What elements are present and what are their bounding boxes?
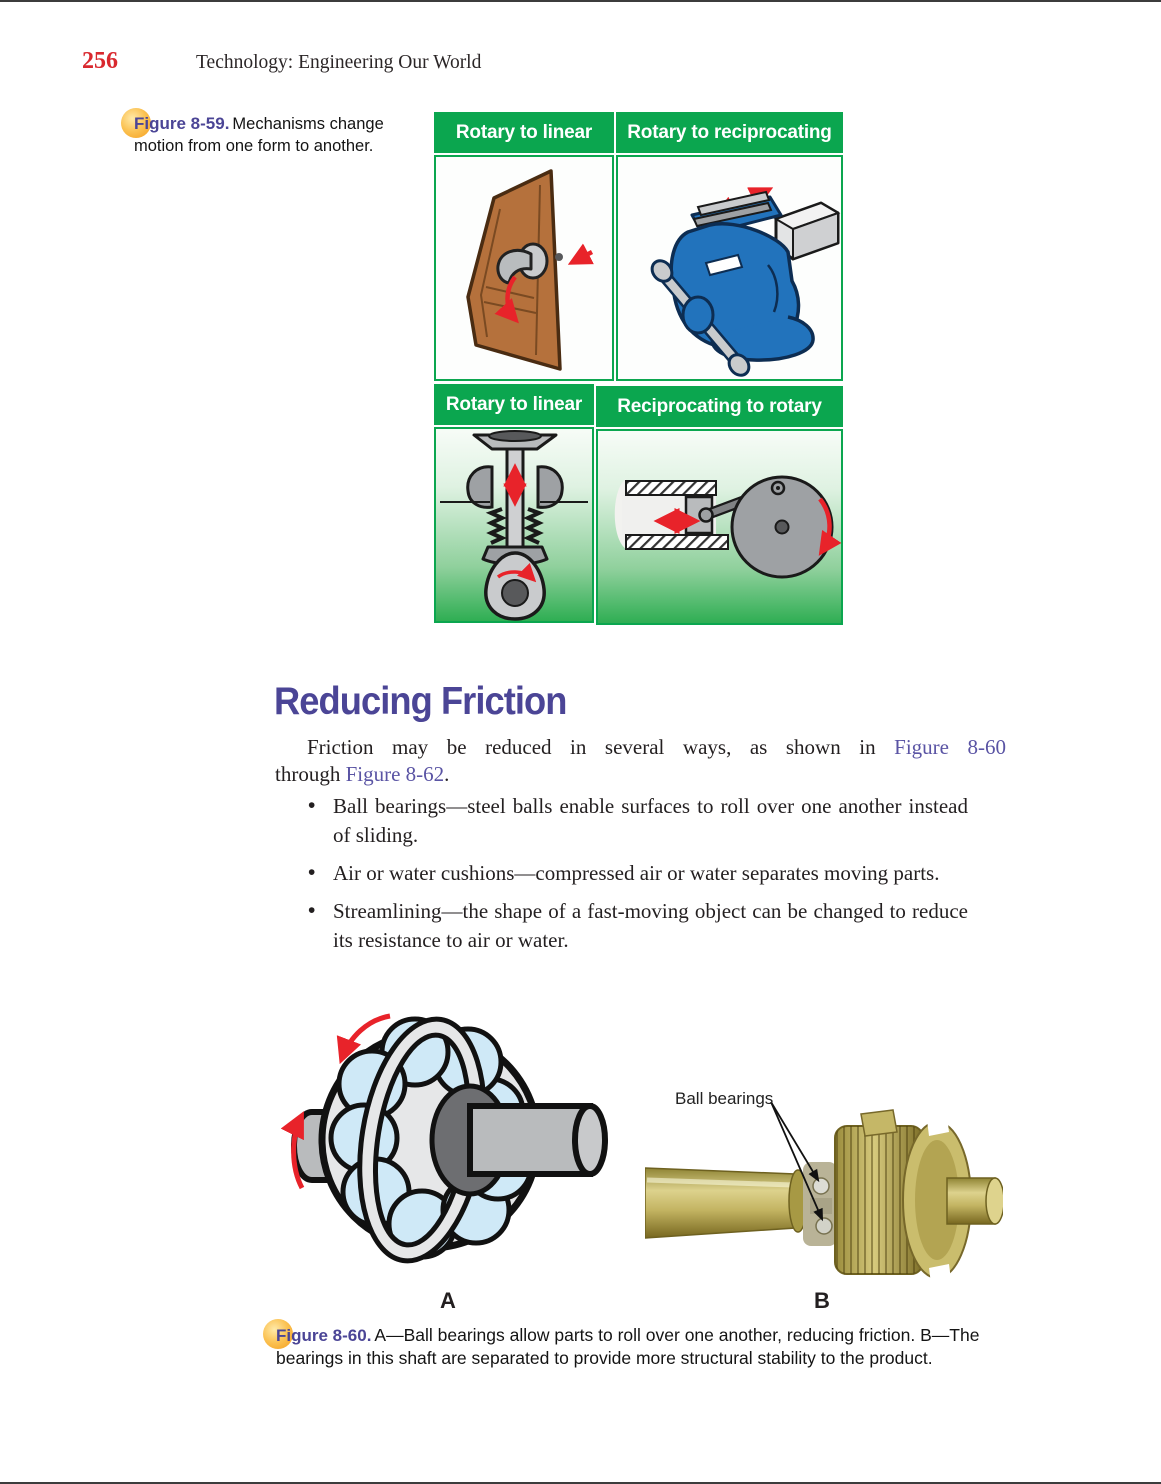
figure-8-59-top-row: Rotary to linear — [434, 112, 843, 381]
figure-8-59-panel: Rotary to linear Rotary to reciprocating — [434, 112, 843, 1142]
figure-badge-icon — [121, 108, 151, 138]
shaft-bearing-photo: Ball bearings — [644, 1076, 1005, 1288]
bullet-icon: • — [308, 899, 316, 922]
figure-8-59-caption: Figure 8-59.Mechanisms change motion fro… — [121, 108, 402, 158]
list-item: • Ball bearings—steel balls enable surfa… — [300, 792, 968, 850]
paragraph-period: . — [444, 762, 450, 787]
figure-8-60-caption-text: A—Ball bearings allow parts to roll over… — [276, 1325, 980, 1369]
bullet-icon: • — [308, 861, 316, 884]
page-top-edge — [0, 0, 1161, 2]
panel-header-rotary-to-linear-2: Rotary to linear — [434, 384, 594, 425]
list-item-text: Ball bearings—steel balls enable surface… — [333, 794, 968, 847]
figure-8-60-caption: Figure 8-60.A—Ball bearings allow parts … — [263, 1319, 1018, 1371]
panel-header-reciprocating-to-rotary: Reciprocating to rotary — [596, 386, 843, 427]
friction-methods-list: • Ball bearings—steel balls enable surfa… — [300, 792, 968, 964]
figure-8-60-link[interactable]: Figure 8-60 — [894, 735, 1006, 759]
figure-8-59-label: Figure 8-59. — [134, 114, 230, 133]
figure-8-59-bottom-row: Rotary to linear — [434, 384, 843, 623]
paragraph-text: Friction may be reduced in several ways,… — [307, 735, 895, 759]
image-b-label: B — [814, 1288, 830, 1313]
list-item-text: Streamlining—the shape of a fast-moving … — [333, 899, 968, 952]
figure-8-62-link[interactable]: Figure 8-62 — [345, 762, 445, 787]
figure-8-59-bottom-right: Reciprocating to rotary — [596, 386, 843, 625]
list-item: • Streamlining—the shape of a fast-movin… — [300, 897, 968, 955]
image-a-label: A — [440, 1288, 456, 1313]
door-handle-illustration — [434, 155, 614, 381]
valve-cam-illustration — [434, 427, 594, 623]
page-number: 256 — [82, 48, 118, 74]
running-title: Technology: Engineering Our World — [196, 52, 482, 73]
piston-crank-illustration — [596, 429, 843, 625]
page-bottom-edge — [0, 1482, 1161, 1484]
list-item: • Air or water cushions—compressed air o… — [300, 859, 968, 888]
list-item-text: Air or water cushions—compressed air or … — [333, 861, 940, 885]
paragraph-text-2: through — [275, 762, 346, 787]
ball-bearing-illustration — [272, 1000, 624, 1292]
figure-8-59-caption-text: Mechanisms change motion from one form t… — [134, 115, 384, 155]
bench-vise-illustration — [616, 155, 843, 381]
panel-header-rotary-to-linear: Rotary to linear — [434, 112, 614, 153]
intro-paragraph: Friction may be reduced in several ways,… — [275, 734, 1006, 789]
section-heading: Reducing Friction — [274, 680, 567, 723]
figure-badge-icon — [263, 1319, 293, 1349]
ball-bearings-annotation: Ball bearings — [675, 1089, 773, 1108]
figure-8-59-top-right: Rotary to reciprocating — [616, 112, 843, 381]
figure-8-60-label: Figure 8-60. — [276, 1326, 372, 1345]
panel-header-rotary-to-reciprocating: Rotary to reciprocating — [616, 112, 843, 153]
bullet-icon: • — [308, 794, 316, 817]
